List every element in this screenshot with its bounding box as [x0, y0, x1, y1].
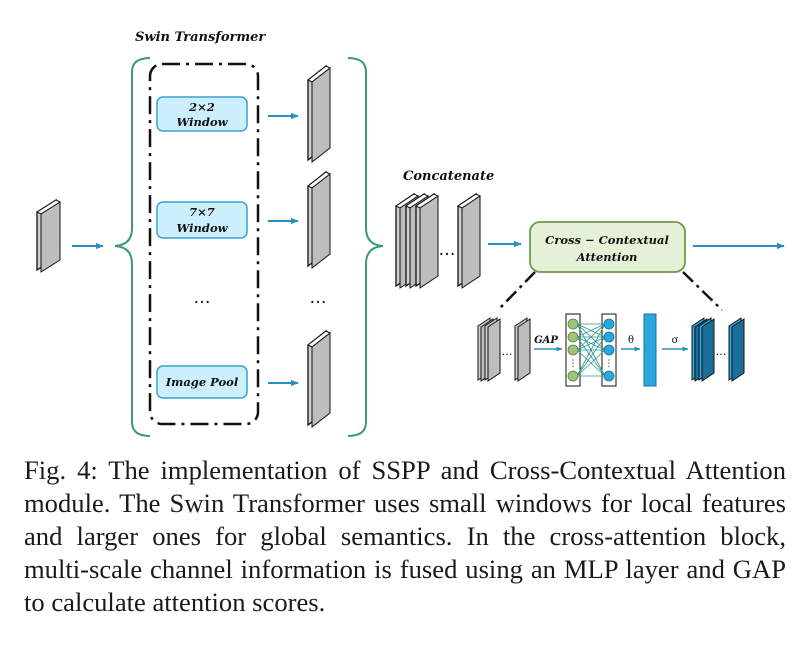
detail-output-stack [691, 317, 715, 382]
cross-contextual-attention-box: Cross − Contextual Attention [529, 221, 686, 273]
svg-text:Cross − Contextual: Cross − Contextual [545, 233, 669, 247]
zoom-line-left [497, 271, 536, 311]
sigma-label: σ [672, 335, 679, 346]
input-feature-map [35, 198, 62, 273]
zoom-line-right [682, 271, 723, 311]
svg-text:Image Pool: Image Pool [165, 375, 239, 389]
svg-text:⋮: ⋮ [605, 359, 614, 369]
gap-label: GAP [534, 335, 558, 346]
left-curly-bracket [114, 57, 151, 437]
sspp-diagram: Swin Transformer 2×2 Window 7×7 Window …… [35, 30, 785, 437]
window-7x7-feature-map [307, 170, 331, 270]
concatenated-feature-stack [395, 192, 439, 289]
concatenate-ellipsis: … [439, 240, 456, 260]
swin-window-container [148, 62, 260, 426]
detail-input-last [514, 317, 531, 382]
detail-output-last [728, 317, 745, 382]
swin-transformer-title: Swin Transformer [135, 30, 266, 45]
svg-text:7×7: 7×7 [189, 205, 215, 219]
detail-input-ellipsis: … [502, 345, 513, 358]
svg-text:⋮: ⋮ [569, 359, 578, 369]
theta-label: θ [628, 335, 634, 346]
image-pool-feature-map [307, 329, 331, 429]
svg-text:2×2: 2×2 [188, 100, 215, 114]
svg-text:Window: Window [176, 115, 228, 129]
feature-ellipsis: … [310, 288, 327, 308]
right-curly-bracket [347, 57, 384, 437]
svg-text:Window: Window [176, 221, 228, 235]
window-ellipsis: … [194, 288, 211, 308]
concatenated-last-feature [457, 192, 481, 289]
window-2x2-feature-map [307, 64, 331, 164]
window-7x7-box: 7×7 Window [156, 201, 248, 239]
image-pool-box: Image Pool [156, 365, 248, 399]
window-2x2-box: 2×2 Window [156, 96, 248, 132]
mlp-network: ⋮ ⋮ [565, 313, 617, 387]
attention-vector [643, 313, 657, 387]
detail-input-stack [477, 317, 501, 382]
figure-caption: Fig. 4: The implementation of SSPP and C… [24, 455, 786, 617]
concatenate-label: Concatenate [403, 169, 494, 184]
svg-text:Attention: Attention [576, 250, 638, 264]
detail-output-ellipsis: … [716, 345, 727, 358]
